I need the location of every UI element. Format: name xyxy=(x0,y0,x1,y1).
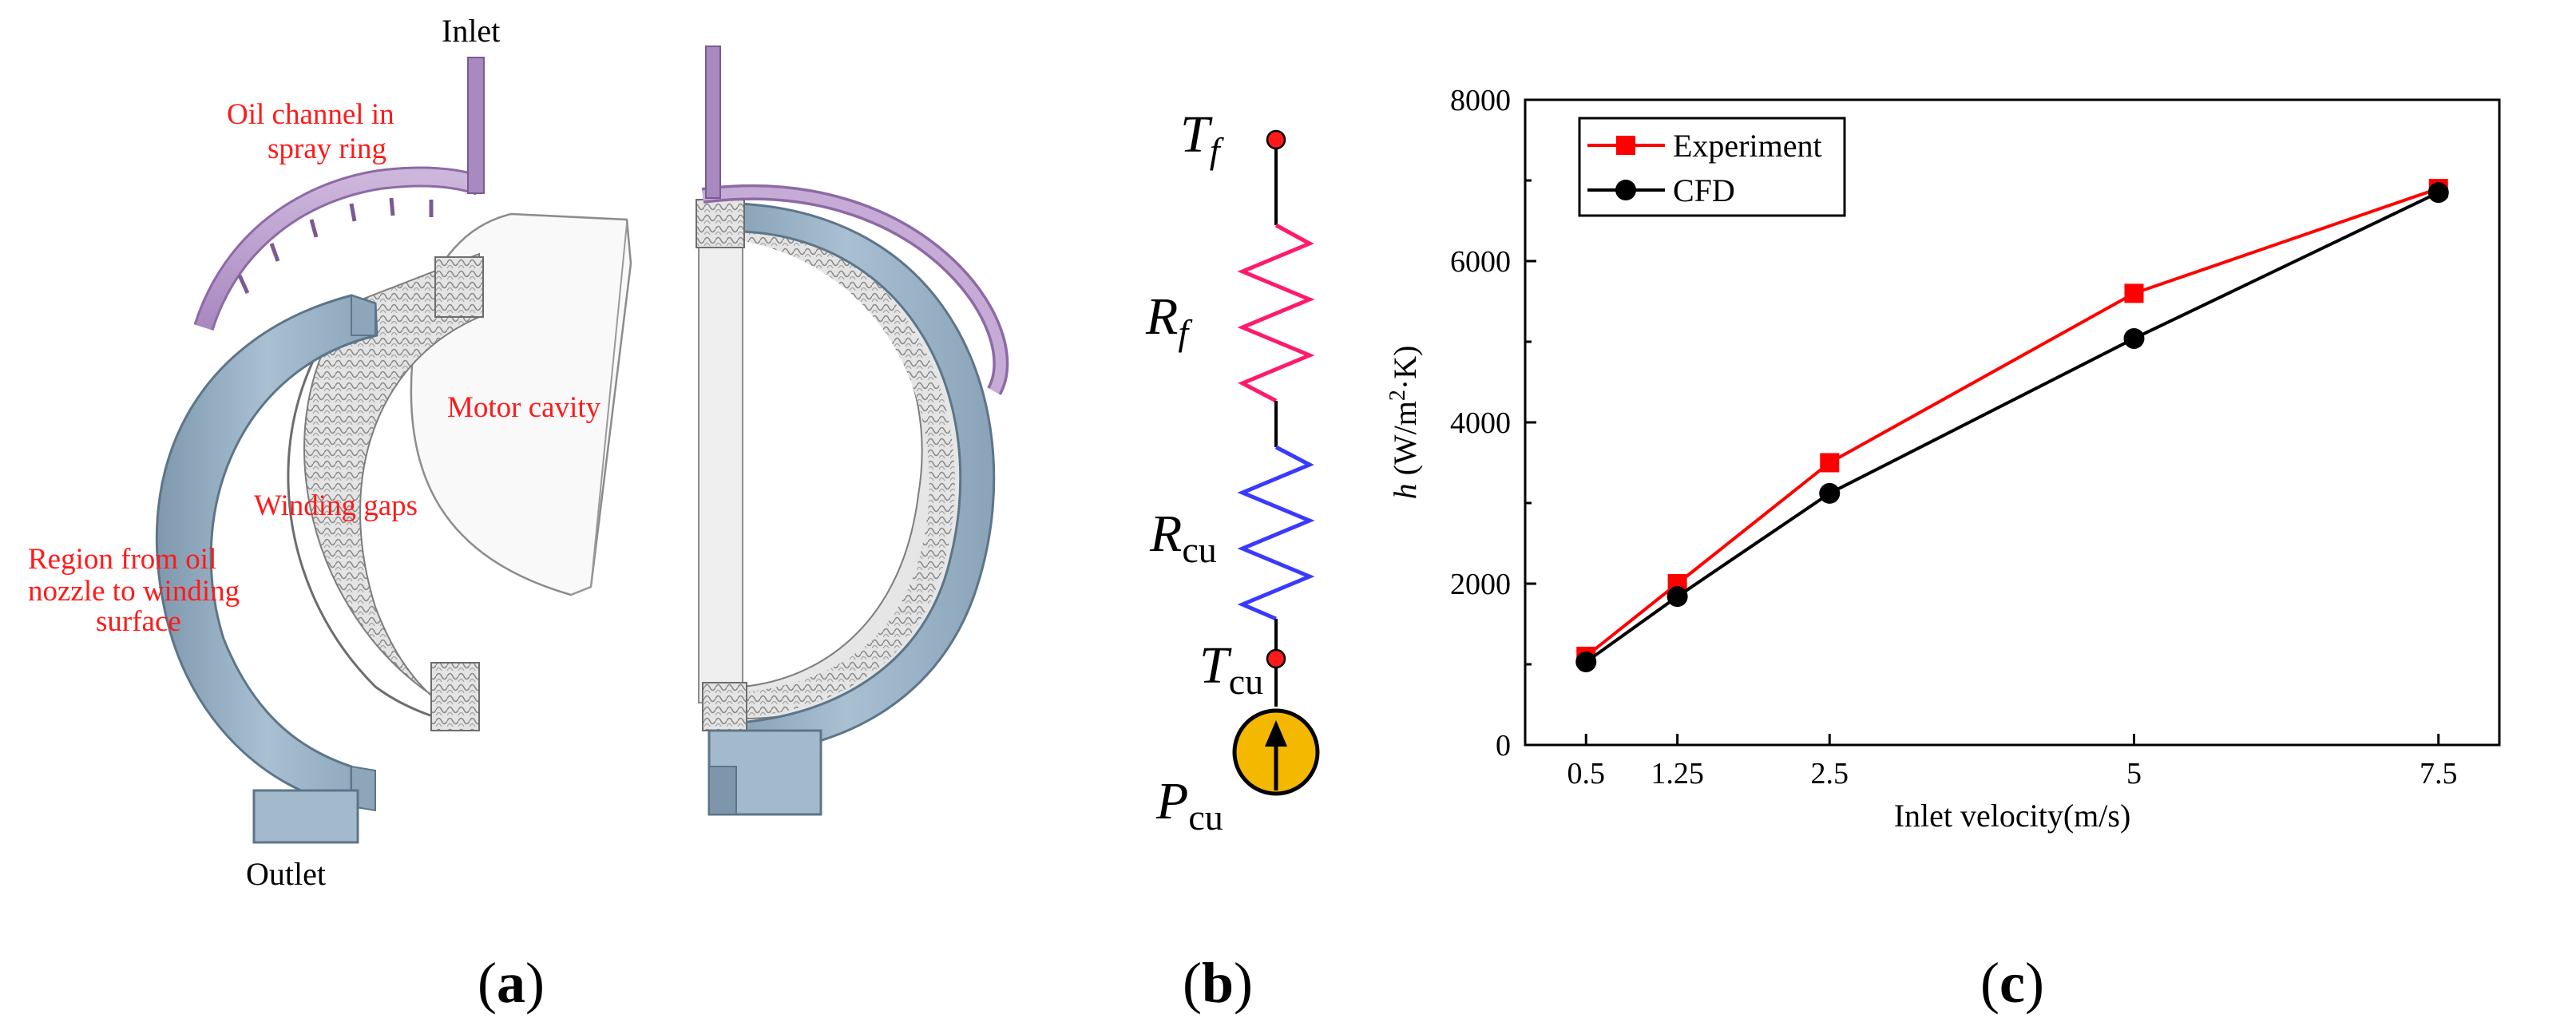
x-tick-label: 2.5 xyxy=(1811,757,1849,790)
panel-a: Inlet Oil channel in spray ring Motor ca… xyxy=(28,13,1009,1015)
label-region-3: surface xyxy=(96,605,181,638)
data-point-cfd xyxy=(2427,182,2449,204)
data-point-cfd xyxy=(1666,586,1688,608)
label-tf: Tf xyxy=(1180,105,1225,171)
region-left xyxy=(155,294,378,844)
chart-series xyxy=(1575,179,2449,672)
data-point-experiment xyxy=(2124,283,2144,303)
series-line-experiment xyxy=(1585,187,2439,658)
x-tick-label: 5 xyxy=(2126,757,2142,790)
node-tcu xyxy=(1266,648,1286,669)
y-tick-label: 6000 xyxy=(1450,245,1511,279)
label-inlet: Inlet xyxy=(442,13,500,49)
x-axis-label: Inlet velocity(m/s) xyxy=(1894,798,2131,834)
assembled-view-right xyxy=(695,46,1009,816)
label-rf: Rf xyxy=(1145,287,1193,353)
resistor-rcu xyxy=(1237,445,1315,621)
y-axis: 0 2000 4000 6000 8000 xyxy=(1450,84,1536,763)
x-axis: 0.5 1.25 2.5 5 7.5 xyxy=(1567,734,2458,790)
data-point-cfd xyxy=(1575,651,1597,672)
legend-marker-cfd xyxy=(1615,180,1636,200)
y-tick-label: 8000 xyxy=(1450,84,1511,117)
inlet-pipe-right xyxy=(705,46,721,199)
series-line-cfd xyxy=(1585,191,2439,664)
x-tick-label: 7.5 xyxy=(2419,757,2458,790)
outlet-block-left xyxy=(252,789,359,844)
label-region-2: nozzle to winding xyxy=(28,575,240,608)
label-pcu: Pcu xyxy=(1155,772,1223,838)
data-point-experiment xyxy=(1820,453,1840,473)
y-tick-label: 0 xyxy=(1496,729,1511,763)
legend-marker-experiment xyxy=(1616,136,1635,155)
panel-b: Tf Rf Rcu Tcu Pcu (b) xyxy=(1145,105,1320,1015)
label-rcu: Rcu xyxy=(1149,505,1217,570)
label-outlet: Outlet xyxy=(246,856,326,892)
label-winding-gaps: Winding gaps xyxy=(254,489,418,522)
data-point-cfd xyxy=(1819,482,1841,504)
panel-c: 0 2000 4000 6000 8000 0.5 1.25 2.5 5 7.5 Experim… xyxy=(1385,84,2501,1015)
caption-c: (c) xyxy=(1980,951,2044,1015)
resistor-rf xyxy=(1237,223,1315,403)
caption-a: (a) xyxy=(478,951,545,1015)
x-tick-label: 0.5 xyxy=(1567,757,1606,790)
label-region-1: Region from oil xyxy=(28,543,216,576)
legend-label-experiment: Experiment xyxy=(1673,128,1822,164)
label-oil-channel-2: spray ring xyxy=(268,133,386,165)
oil-channel-left xyxy=(193,57,485,331)
legend: Experiment CFD xyxy=(1578,117,1846,217)
label-tcu: Tcu xyxy=(1199,636,1263,702)
exploded-view-left xyxy=(155,57,632,844)
x-tick-label: 1.25 xyxy=(1651,757,1704,790)
label-motor-cavity: Motor cavity xyxy=(447,391,601,424)
label-oil-channel-1: Oil channel in xyxy=(227,98,394,131)
caption-b: (b) xyxy=(1183,951,1253,1015)
node-tf xyxy=(1266,129,1286,150)
y-tick-label: 2000 xyxy=(1450,568,1511,601)
y-tick-label: 4000 xyxy=(1450,406,1511,440)
y-axis-label: h (W/m2·K) xyxy=(1385,346,1423,500)
source-arrow-icon xyxy=(1265,720,1287,747)
data-point-cfd xyxy=(2123,327,2145,349)
inlet-pipe-left xyxy=(467,57,485,194)
legend-label-cfd: CFD xyxy=(1673,172,1735,208)
winding-left xyxy=(287,252,485,731)
